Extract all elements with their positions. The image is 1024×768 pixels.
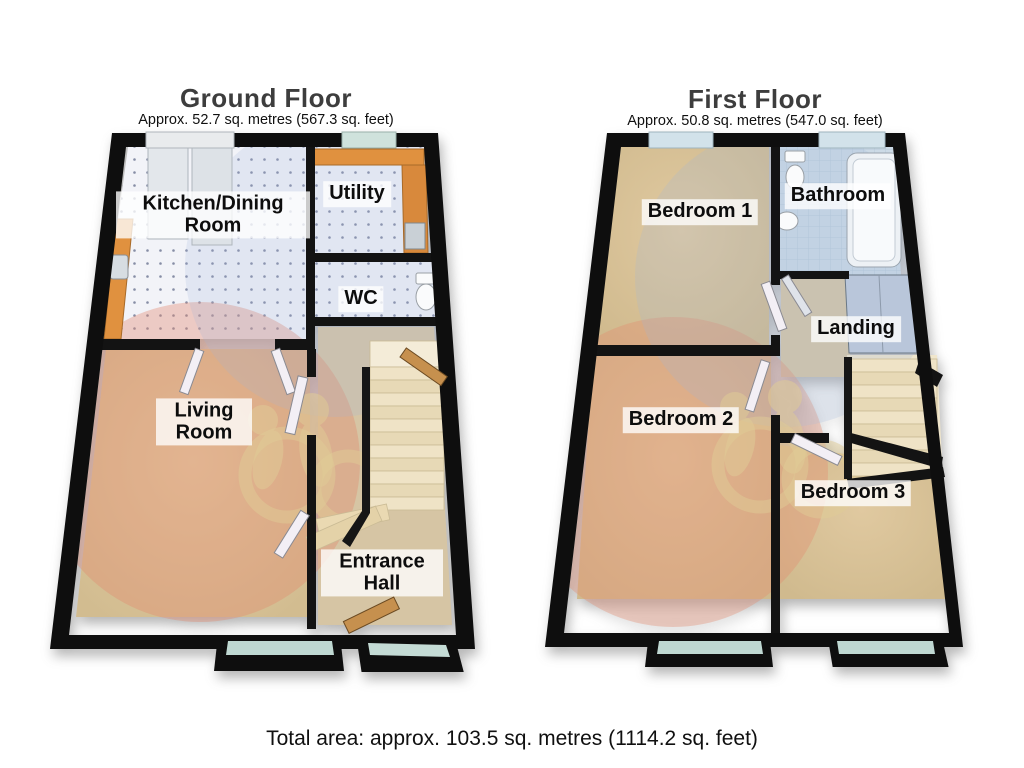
ground-floor-area: Approx. 52.7 sq. metres (567.3 sq. feet)	[138, 112, 394, 128]
washing-machine	[404, 222, 426, 250]
bedroom1-window	[648, 131, 714, 149]
total-area-text: Total area: approx. 103.5 sq. metres (11…	[266, 727, 758, 750]
exterior-walls-ground	[50, 133, 475, 649]
interior-walls-ground	[94, 145, 438, 629]
bathroom-window	[818, 131, 886, 149]
back-door	[399, 347, 448, 387]
staircase-ground	[305, 340, 445, 553]
bay-window-living	[214, 635, 344, 671]
interior-doors-first	[744, 274, 843, 466]
bathtub	[846, 152, 902, 268]
room-label-bedroom2: Bedroom 2	[622, 407, 740, 433]
front-door	[342, 596, 401, 634]
room-label-utility: Utility	[323, 181, 391, 207]
room-label-landing: Landing	[811, 316, 901, 342]
first-floor-area: Approx. 50.8 sq. metres (547.0 sq. feet)	[627, 113, 883, 129]
room-label-bedroom3: Bedroom 3	[794, 480, 912, 506]
bay-window-bedroom3	[827, 633, 949, 667]
room-label-wc: WC	[338, 286, 384, 312]
utility-window	[341, 131, 397, 149]
first-floor-title: First Floor	[687, 84, 823, 114]
room-label-entrance-hall: Entrance Hall	[321, 549, 443, 597]
interior-doors-ground	[178, 347, 310, 559]
room-label-kitchen-dining: Kitchen/Dining Room	[116, 191, 310, 239]
entrance-porch	[356, 635, 464, 672]
room-label-living-room: Living Room	[156, 398, 252, 446]
bay-window-bedroom2	[645, 633, 773, 667]
room-label-bedroom1: Bedroom 1	[641, 199, 759, 225]
kitchen-window	[145, 131, 235, 149]
ground-floor-title: Ground Floor	[179, 83, 353, 113]
room-label-bathroom: Bathroom	[784, 183, 892, 209]
